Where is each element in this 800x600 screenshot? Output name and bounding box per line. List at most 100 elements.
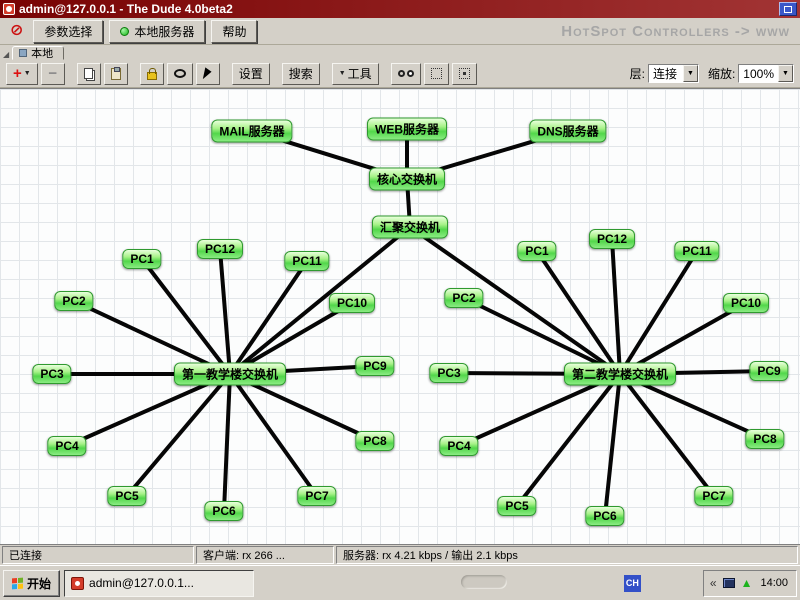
- map-link-sw1-l1[interactable]: [140, 257, 232, 376]
- map-link-sw1-l5[interactable]: [125, 372, 232, 498]
- search-label: 搜索: [288, 67, 313, 81]
- map-node-r10[interactable]: PC10: [722, 293, 770, 313]
- monitor-tray-icon[interactable]: [722, 578, 735, 588]
- main-toolbar: ⊘ 参数选择 本地服务器 帮助 HotSpot Controllers -> w…: [0, 18, 800, 45]
- map-node-r6[interactable]: PC6: [585, 506, 625, 526]
- preferences-button[interactable]: 参数选择: [33, 19, 104, 43]
- map-node-l8[interactable]: PC8: [355, 431, 395, 451]
- map-link-sw1-l12[interactable]: [218, 248, 232, 375]
- map-node-l12[interactable]: PC12: [196, 239, 244, 259]
- map-link-sw1-l11[interactable]: [228, 259, 309, 376]
- taskbar-clock[interactable]: 14:00: [760, 577, 788, 589]
- map-link-sw1-l2[interactable]: [73, 299, 231, 376]
- map-link-sw2-r11[interactable]: [618, 249, 699, 376]
- discover-button[interactable]: [390, 62, 421, 85]
- map-node-l1[interactable]: PC1: [122, 249, 162, 269]
- zoom-select[interactable]: 100% ▼: [738, 64, 794, 83]
- network-map[interactable]: MAIL服务器 WEB服务器 DNS服务器核心交换机汇聚交换机第一教学楼交换机 第二教…: [0, 88, 800, 545]
- zoom-selection-button[interactable]: [451, 62, 477, 85]
- windows-logo-icon: [12, 577, 23, 589]
- map-link-sw2-r7[interactable]: [618, 372, 716, 498]
- map-links-layer: [52, 129, 770, 517]
- zoom-fit-button[interactable]: [423, 62, 449, 85]
- map-node-l10[interactable]: PC10: [328, 293, 376, 313]
- map-node-core[interactable]: 核心交换机: [368, 167, 446, 191]
- language-indicator[interactable]: CH: [623, 574, 641, 592]
- add-device-button[interactable]: + ▼: [6, 62, 38, 85]
- map-link-sw2-r6[interactable]: [603, 373, 622, 517]
- map-node-l5[interactable]: PC5: [107, 486, 147, 506]
- tools-dropdown-button[interactable]: ▼ 工具: [331, 62, 379, 85]
- map-link-sw2-r10[interactable]: [619, 301, 747, 376]
- layer-select[interactable]: 连接 ▼: [647, 64, 699, 83]
- pointer-tool-button[interactable]: [195, 62, 220, 85]
- fit-selection-icon: [430, 68, 442, 79]
- preferences-label: 参数选择: [44, 24, 93, 39]
- map-node-r2[interactable]: PC2: [444, 288, 484, 308]
- map-node-l3[interactable]: PC3: [32, 364, 72, 384]
- map-link-sw2-r1[interactable]: [535, 249, 622, 376]
- settings-button[interactable]: 设置: [231, 62, 270, 85]
- map-link-agg-sw1[interactable]: [228, 225, 412, 376]
- map-link-sw1-l10[interactable]: [228, 301, 354, 376]
- map-node-r11[interactable]: PC11: [674, 241, 720, 261]
- disconnect-icon[interactable]: ⊘: [10, 22, 24, 39]
- map-node-r1[interactable]: PC1: [517, 241, 557, 261]
- titlebar: admin@127.0.0.1 - The Dude 4.0beta2: [0, 0, 800, 18]
- collapse-tray-icon[interactable]: «: [709, 576, 717, 590]
- map-link-sw2-r2[interactable]: [463, 296, 621, 376]
- map-link-sw2-r4[interactable]: [458, 372, 621, 448]
- dude-app-window: admin@127.0.0.1 - The Dude 4.0beta2 ⊘ 参数…: [0, 0, 800, 565]
- tools-label: 工具: [347, 67, 372, 81]
- client-traffic-status: 客户端: rx 266 ...: [196, 546, 334, 564]
- map-node-dns[interactable]: DNS服务器: [529, 119, 607, 143]
- map-node-l2[interactable]: PC2: [54, 291, 94, 311]
- remove-device-button[interactable]: −: [40, 62, 65, 85]
- map-node-l7[interactable]: PC7: [297, 486, 337, 506]
- help-button[interactable]: 帮助: [211, 19, 258, 43]
- map-node-l4[interactable]: PC4: [47, 436, 87, 456]
- map-node-r8[interactable]: PC8: [745, 429, 785, 449]
- start-button[interactable]: 开始: [3, 569, 61, 597]
- map-node-web[interactable]: WEB服务器: [367, 117, 447, 141]
- map-node-mail[interactable]: MAIL服务器: [211, 119, 293, 143]
- system-tray: « ▲ 14:00: [702, 569, 797, 597]
- taskbar-window-button[interactable]: admin@127.0.0.1...: [64, 569, 255, 597]
- paste-button[interactable]: [103, 62, 128, 85]
- map-node-r7[interactable]: PC7: [694, 486, 734, 506]
- chevron-down-icon: ▼: [23, 70, 31, 77]
- map-link-sw2-r12[interactable]: [610, 238, 622, 375]
- map-link-sw1-l4[interactable]: [66, 372, 231, 448]
- map-node-r9[interactable]: PC9: [749, 361, 789, 381]
- remove-icon: −: [48, 65, 58, 82]
- select-lasso-button[interactable]: [166, 62, 193, 85]
- map-link-sw1-l6[interactable]: [222, 373, 232, 512]
- zoom-dropdown-icon[interactable]: ▼: [778, 65, 793, 82]
- dude-app-icon: [71, 576, 85, 590]
- map-link-sw1-l7[interactable]: [228, 372, 319, 498]
- cursor-icon: [203, 66, 213, 81]
- map-node-l11[interactable]: PC11: [284, 251, 330, 271]
- map-node-sw2[interactable]: 第二教学楼交换机: [563, 362, 677, 386]
- layer-dropdown-icon[interactable]: ▼: [682, 65, 698, 82]
- map-link-agg-sw2[interactable]: [408, 225, 622, 376]
- map-node-l6[interactable]: PC6: [204, 501, 244, 521]
- window-control-button[interactable]: [779, 2, 797, 16]
- map-node-r12[interactable]: PC12: [588, 229, 636, 249]
- map-node-sw1[interactable]: 第一教学楼交换机: [173, 362, 287, 386]
- green-arrow-tray-icon[interactable]: ▲: [740, 576, 753, 590]
- map-tab-icon: [19, 48, 28, 57]
- map-node-r3[interactable]: PC3: [429, 363, 469, 383]
- map-node-l9[interactable]: PC9: [355, 356, 395, 376]
- map-node-agg[interactable]: 汇聚交换机: [371, 215, 449, 239]
- map-node-r4[interactable]: PC4: [439, 436, 479, 456]
- lock-map-button[interactable]: [139, 62, 164, 85]
- tools-caret-icon: ▼: [338, 70, 346, 77]
- search-button[interactable]: 搜索: [281, 62, 320, 85]
- copy-icon: [84, 68, 94, 79]
- map-link-sw2-r5[interactable]: [515, 372, 622, 508]
- tab-local[interactable]: 本地: [12, 46, 65, 60]
- local-server-button[interactable]: 本地服务器: [109, 19, 206, 43]
- map-node-r5[interactable]: PC5: [497, 496, 537, 516]
- copy-button[interactable]: [76, 62, 101, 85]
